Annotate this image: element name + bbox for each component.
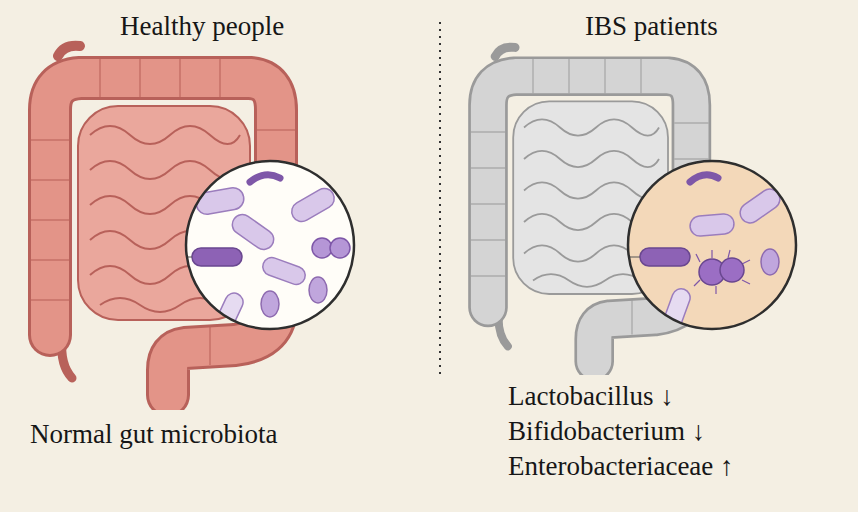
change-item: Bifidobacterium ↓ [508,415,705,447]
panel-heading: IBS patients [585,10,718,42]
ibs-magnifier [624,161,796,332]
microbiota-note: Normal gut microbiota [30,418,277,450]
change-item: Enterobacteriaceae ↑ [508,450,734,482]
panel-heading: Healthy people [120,10,284,42]
divider [439,22,441,375]
change-item: Lactobacillus ↓ [508,380,674,412]
healthy-magnifier [175,161,354,336]
